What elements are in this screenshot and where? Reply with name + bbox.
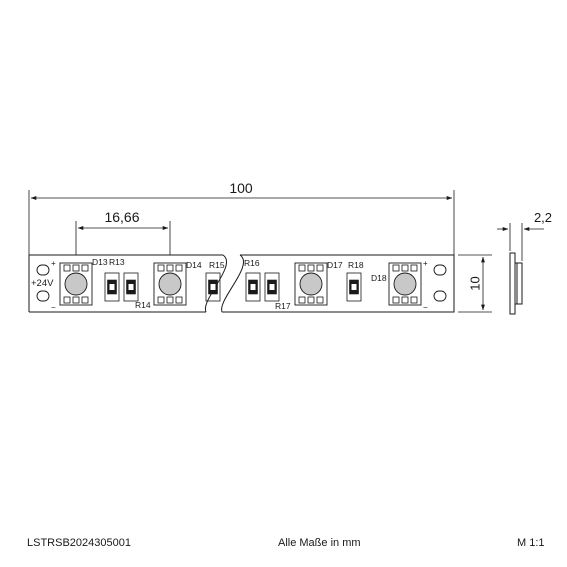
resistor-marking	[109, 284, 115, 290]
resistor-label-r15: R15	[209, 260, 225, 270]
plus-mark-right: +	[423, 259, 428, 268]
resistor-outline	[104, 272, 120, 302]
led-terminal-top	[72, 264, 80, 272]
solder-pad-left-top	[36, 264, 50, 276]
length-dimension	[28, 190, 455, 255]
resistor-label-r18: R18	[348, 260, 364, 270]
resistor-marking	[269, 284, 275, 290]
resistor-label-r16: R16	[244, 258, 260, 268]
led-terminal-bottom	[316, 296, 324, 304]
strip-outline-left	[28, 254, 223, 313]
led-terminal-top	[175, 264, 183, 272]
led-terminal-bottom	[175, 296, 183, 304]
led-terminal-top	[392, 264, 400, 272]
side-profile	[509, 252, 523, 315]
resistor-r15	[205, 272, 221, 302]
led-body	[153, 262, 187, 306]
minus-mark-right: −	[423, 303, 428, 312]
strip-outline-right	[222, 254, 455, 313]
width-dimension-label: 10	[467, 276, 482, 290]
break-line-left	[204, 254, 227, 313]
led-terminal-top	[63, 264, 71, 272]
resistor-r18	[346, 272, 362, 302]
led-terminal-bottom	[410, 296, 418, 304]
led-lens	[64, 272, 88, 296]
resistor-label-r13: R13	[109, 257, 125, 267]
voltage-label: +24V	[31, 278, 54, 289]
resistor-outline	[205, 272, 221, 302]
led-terminal-bottom	[72, 296, 80, 304]
resistor-outline	[264, 272, 280, 302]
led-lens	[393, 272, 417, 296]
plus-mark-left: +	[51, 259, 56, 268]
resistor-marking	[128, 284, 134, 290]
led-terminal-top	[166, 264, 174, 272]
led-lens	[158, 272, 182, 296]
led-terminal-top	[401, 264, 409, 272]
resistor-r13	[104, 272, 120, 302]
led-terminal-bottom	[81, 296, 89, 304]
profile-board	[509, 252, 516, 315]
led-package-d17	[294, 262, 328, 306]
resistor-marking	[250, 284, 256, 290]
solder-pad-left-bottom	[36, 290, 50, 302]
led-terminal-bottom	[307, 296, 315, 304]
led-package-d14	[153, 262, 187, 306]
resistor-r16	[245, 272, 261, 302]
resistor-marking	[210, 284, 216, 290]
led-body	[59, 262, 93, 306]
led-terminal-top	[410, 264, 418, 272]
profile-led-body	[514, 262, 523, 305]
led-package-d18	[388, 262, 422, 306]
led-strip-outline	[28, 254, 455, 313]
resistor-marking	[351, 284, 357, 290]
led-terminal-bottom	[298, 296, 306, 304]
width-dimension	[458, 254, 492, 313]
resistor-label-r14: R14	[135, 300, 151, 310]
solder-pad-right-bottom	[433, 290, 447, 302]
led-terminal-top	[316, 264, 324, 272]
resistor-r14	[123, 272, 139, 302]
led-body	[388, 262, 422, 306]
resistor-outline	[245, 272, 261, 302]
units-note: Alle Maße in mm	[278, 537, 361, 549]
resistor-outline	[346, 272, 362, 302]
led-label-d14: D14	[186, 260, 202, 270]
article-number: LSTRSB2024305001	[27, 537, 131, 549]
led-label-d13: D13	[92, 257, 108, 267]
led-terminal-bottom	[392, 296, 400, 304]
led-layer	[59, 262, 422, 306]
resistor-layer	[104, 272, 362, 302]
resistor-outline	[123, 272, 139, 302]
height-dimension-label: 2,2	[534, 210, 552, 225]
resistor-r17	[264, 272, 280, 302]
length-dimension-label: 100	[229, 180, 253, 196]
height-dimension	[497, 223, 544, 261]
led-label-d18: D18	[371, 273, 387, 283]
led-terminal-bottom	[401, 296, 409, 304]
led-terminal-top	[307, 264, 315, 272]
led-terminal-bottom	[157, 296, 165, 304]
led-terminal-top	[298, 264, 306, 272]
pitch-dimension-label: 16,66	[104, 209, 139, 225]
scale-label: M 1:1	[517, 537, 545, 549]
minus-mark-left: −	[51, 303, 56, 312]
pitch-dimension	[75, 221, 171, 255]
led-label-d17: D17	[327, 260, 343, 270]
led-body	[294, 262, 328, 306]
break-line-right	[221, 254, 244, 313]
solder-pad-right-top	[433, 264, 447, 276]
led-terminal-bottom	[63, 296, 71, 304]
led-terminal-top	[81, 264, 89, 272]
led-lens	[299, 272, 323, 296]
led-terminal-top	[157, 264, 165, 272]
resistor-label-r17: R17	[275, 301, 291, 311]
led-terminal-bottom	[166, 296, 174, 304]
led-package-d13	[59, 262, 93, 306]
